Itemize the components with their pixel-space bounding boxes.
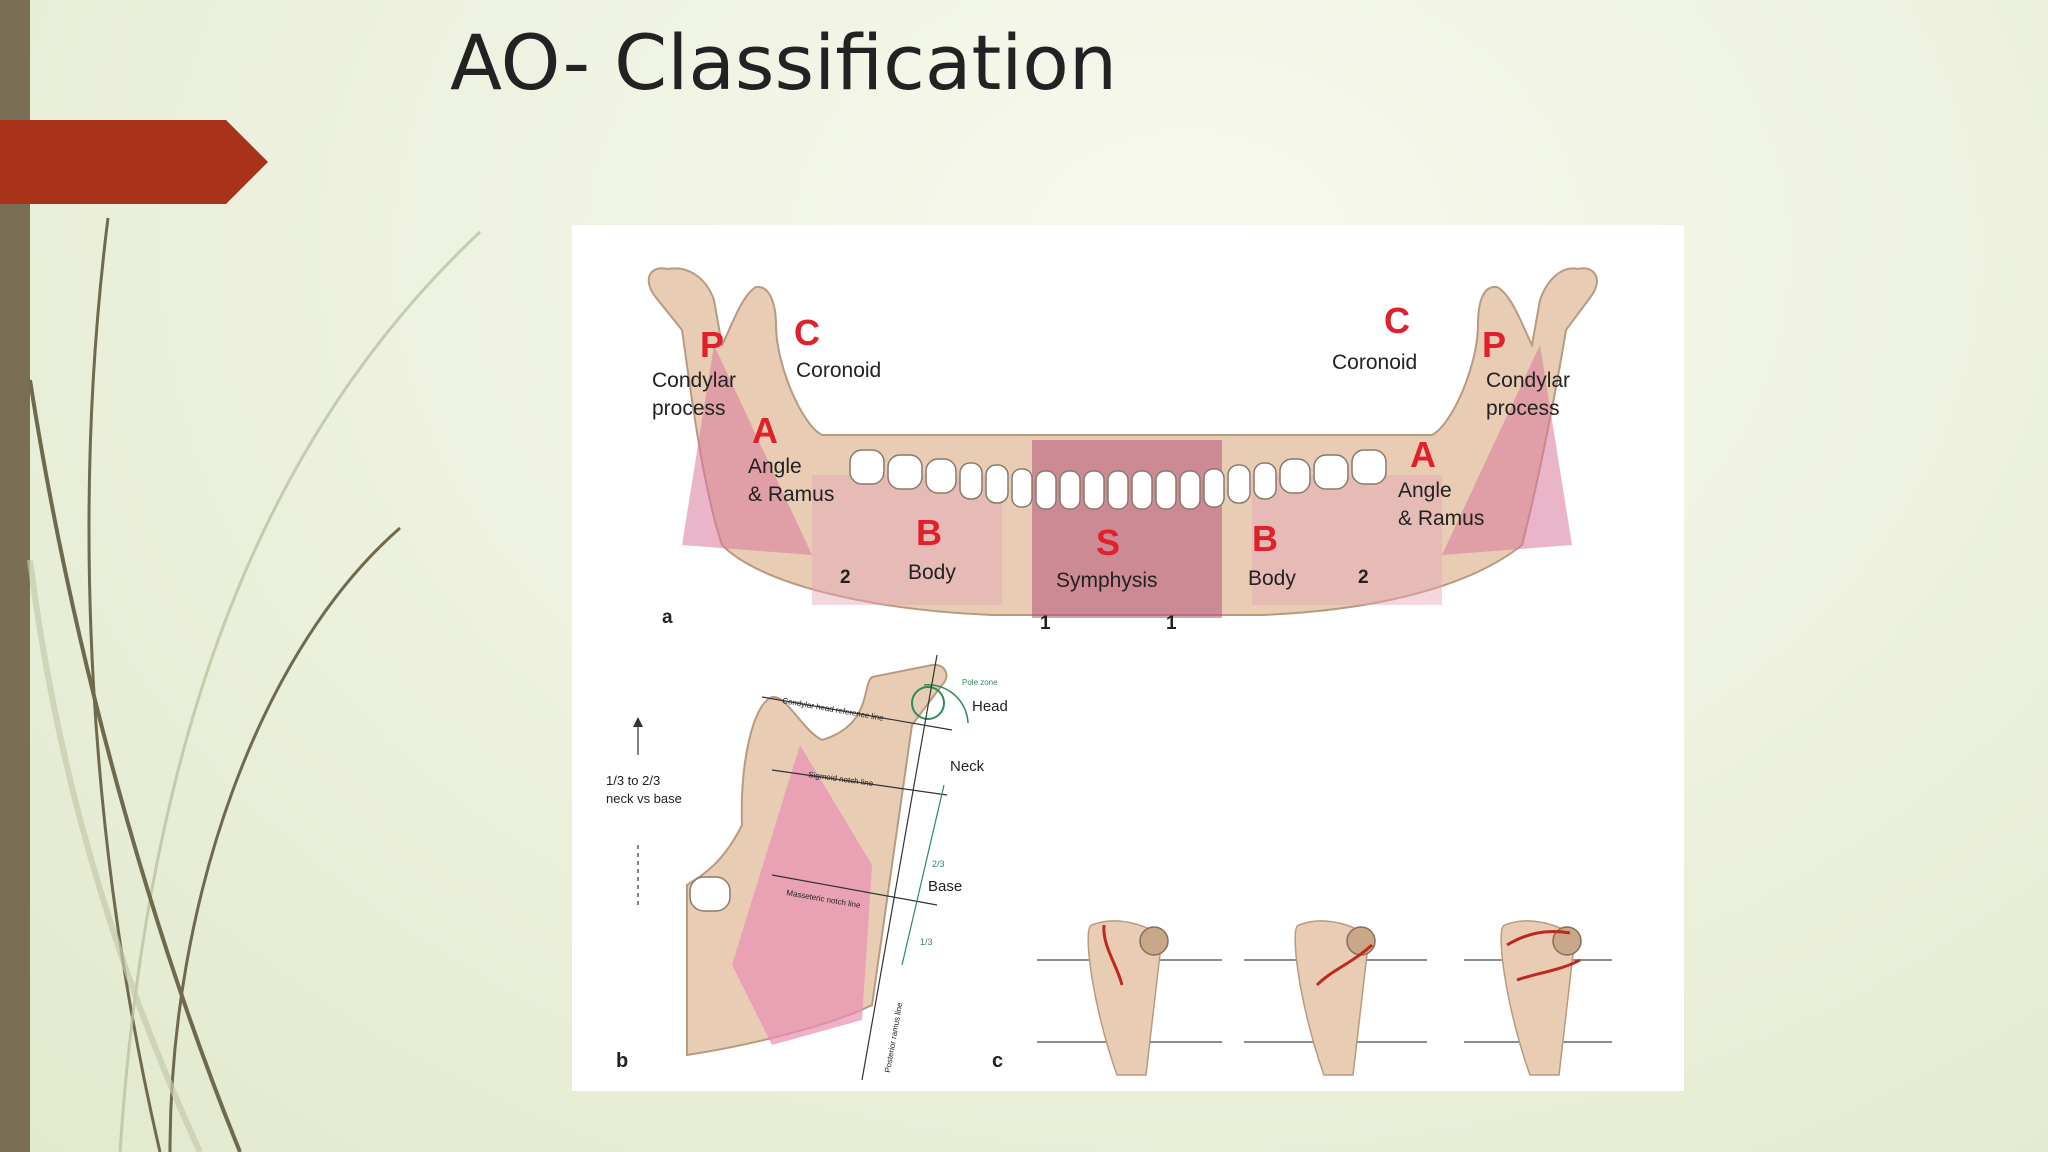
region-name-process-right: process [652, 397, 726, 420]
condyle-3 [1464, 920, 1612, 1076]
accent-arrow-shape [0, 120, 268, 204]
panel-letter-b: b [616, 1050, 628, 1072]
teeth-row [849, 449, 1387, 510]
symphysis-zone [1032, 440, 1222, 618]
label-head: Head [972, 698, 1008, 715]
region-code-a-right: A [752, 410, 778, 451]
region-name-process-left: process [1486, 397, 1560, 420]
region-code-c-left: C [1384, 300, 1410, 341]
region-name-ramus-left: & Ramus [1398, 507, 1484, 530]
label-neck: Neck [950, 758, 985, 775]
region-name-condylar-right: Condylar [652, 369, 736, 392]
panel-c-condyles: c [992, 920, 1612, 1076]
label-posterior-ramus-line: Posterior ramus line [883, 1001, 904, 1073]
region-name-angle-left: Angle [1398, 479, 1452, 502]
condylar-head-circle [911, 686, 945, 720]
label-base: Base [928, 878, 962, 895]
label-pole-zone: Pole zone [962, 678, 998, 687]
region-name-ramus-right: & Ramus [748, 483, 834, 506]
zone-number-2-left: 2 [1358, 567, 1369, 588]
panel-letter-a: a [662, 607, 673, 628]
condyle-2 [1244, 920, 1427, 1076]
region-code-c-right: C [794, 312, 820, 353]
region-name-symphysis: Symphysis [1056, 569, 1158, 592]
region-name-condylar-left: Condylar [1486, 369, 1570, 392]
region-code-b-left: B [1252, 518, 1278, 559]
condyle-1 [1037, 920, 1222, 1076]
region-name-body-left: Body [1248, 567, 1296, 590]
region-code-p-right: P [700, 324, 724, 365]
angle-zone-left [1442, 345, 1572, 555]
angle-zone-right [682, 345, 812, 555]
slide-title: AO- Classification [450, 18, 1118, 107]
zone-number-1-left: 1 [1166, 613, 1177, 634]
zone-number-1-right: 1 [1040, 613, 1051, 634]
ramus-pink-zone [732, 745, 872, 1045]
region-code-a-left: A [1410, 434, 1436, 475]
side-note-neck-base: neck vs base [606, 791, 682, 806]
label-frac-23: 2/3 [932, 859, 945, 869]
side-note-ratio: 1/3 to 2/3 [606, 773, 660, 788]
region-code-b-right: B [916, 512, 942, 553]
mandible-ao-figure: P C A B S B C P A Condylar process Coron… [572, 225, 1684, 1091]
label-frac-13: 1/3 [920, 937, 933, 947]
region-code-s: S [1096, 522, 1120, 563]
zone-number-2-right: 2 [840, 567, 851, 588]
region-code-p-left: P [1482, 324, 1506, 365]
panel-b-ramus: 1/3 to 2/3 neck vs base Head Neck Base 2… [606, 654, 1008, 1081]
molar-tooth [689, 876, 731, 912]
region-name-coronoid-left: Coronoid [1332, 351, 1417, 374]
panel-letter-c: c [992, 1050, 1003, 1072]
region-name-body-right: Body [908, 561, 956, 584]
region-name-angle-right: Angle [748, 455, 802, 478]
region-name-coronoid-right: Coronoid [796, 359, 881, 382]
figure-drawing: P C A B S B C P A Condylar process Coron… [606, 267, 1612, 1081]
up-arrow-icon [633, 717, 643, 727]
decorative-swooshes [27, 217, 482, 1152]
body-zone-left [1252, 475, 1442, 605]
panel-a-mandible: P C A B S B C P A Condylar process Coron… [647, 267, 1598, 634]
